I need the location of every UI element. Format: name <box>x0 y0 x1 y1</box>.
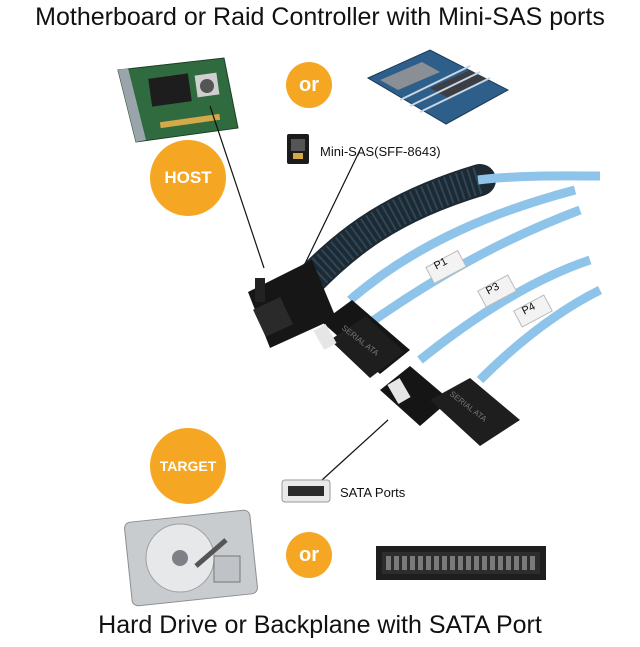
pointer-line-host <box>209 105 265 269</box>
backplane-image <box>376 546 546 580</box>
pointer-line-sata <box>321 419 389 481</box>
sata-port-icon <box>281 479 331 503</box>
bottom-title: Hard Drive or Backplane with SATA Port <box>98 611 542 639</box>
top-title: Motherboard or Raid Controller with Mini… <box>35 3 605 31</box>
host-badge: HOST <box>150 140 226 216</box>
raid-controller-image <box>117 57 239 143</box>
or-badge-bottom: or <box>286 532 332 578</box>
mini-sas-label: Mini-SAS(SFF-8643) <box>320 144 441 159</box>
hard-drive-image <box>124 509 258 607</box>
or-badge-top: or <box>286 62 332 108</box>
sata-ports-label: SATA Ports <box>340 485 406 500</box>
mini-sas-port-image <box>287 134 309 164</box>
pointer-line-mini-sas <box>299 149 361 275</box>
cable-image <box>248 164 603 446</box>
motherboard-image <box>366 49 510 125</box>
target-badge: TARGET <box>150 428 226 504</box>
